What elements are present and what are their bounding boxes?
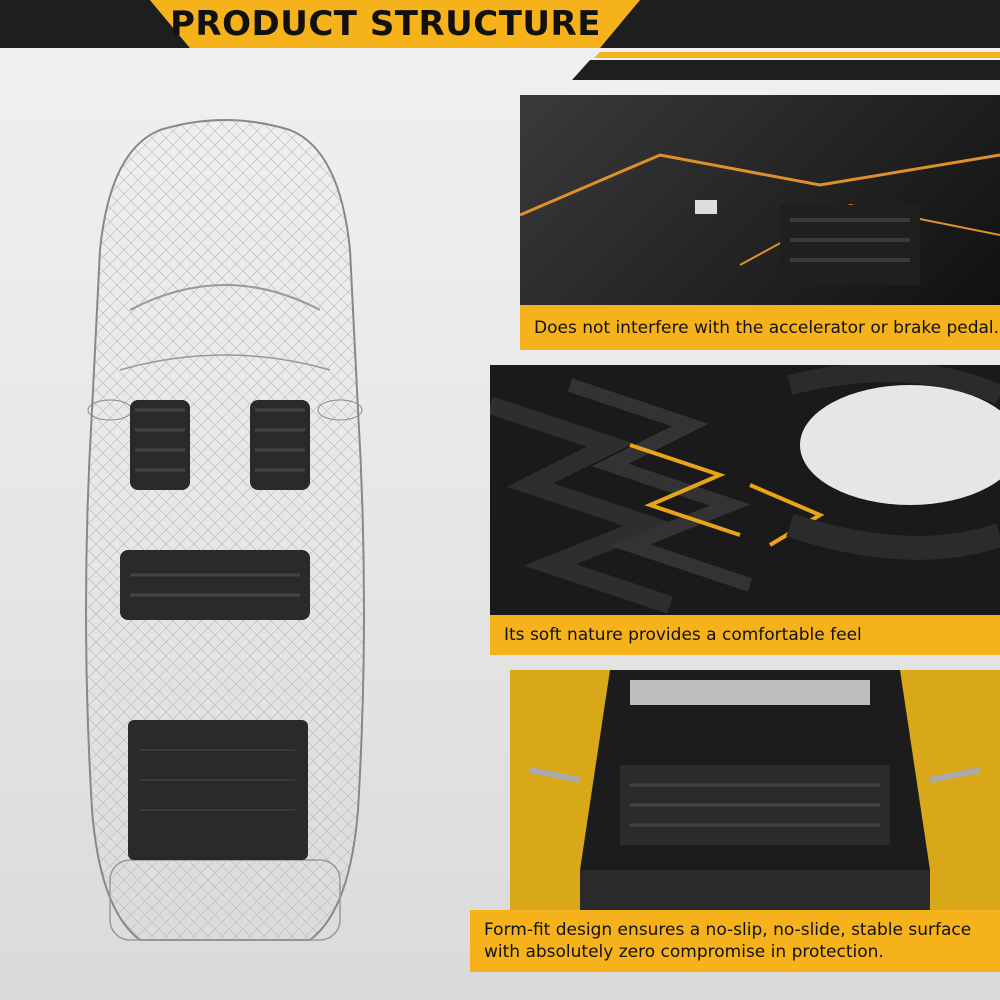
trunk-caption-line-1: Form-fit design ensures a no-slip, no-sl… (484, 919, 972, 940)
pedal-caption: Does not interfere with the accelerator … (520, 305, 1000, 350)
texture-closeup-photo (490, 365, 1000, 615)
trunk-caption-line-2: with absolutely zero compromise in prote… (484, 942, 884, 962)
car-wireframe-illustration (40, 110, 410, 990)
pedal-caption-text: Does not interfere with the accelerator … (534, 317, 1000, 338)
page-title: PRODUCT STRUCTURE (170, 4, 601, 44)
texture-caption: Its soft nature provides a comfortable f… (490, 615, 1000, 655)
texture-graphic (490, 365, 1000, 614)
title-banner: PRODUCT STRUCTURE (0, 0, 1000, 90)
texture-caption-text: Its soft nature provides a comfortable f… (504, 625, 862, 645)
car-outline (85, 119, 365, 941)
trunk-caption: Form-fit design ensures a no-slip, no-sl… (470, 910, 1000, 972)
pedal-area-photo (520, 95, 1000, 305)
trunk-photo (510, 670, 1000, 910)
banner-graphic (0, 0, 1000, 80)
trunk-graphic (510, 670, 1000, 910)
pedal-mat-graphic (520, 153, 1000, 285)
